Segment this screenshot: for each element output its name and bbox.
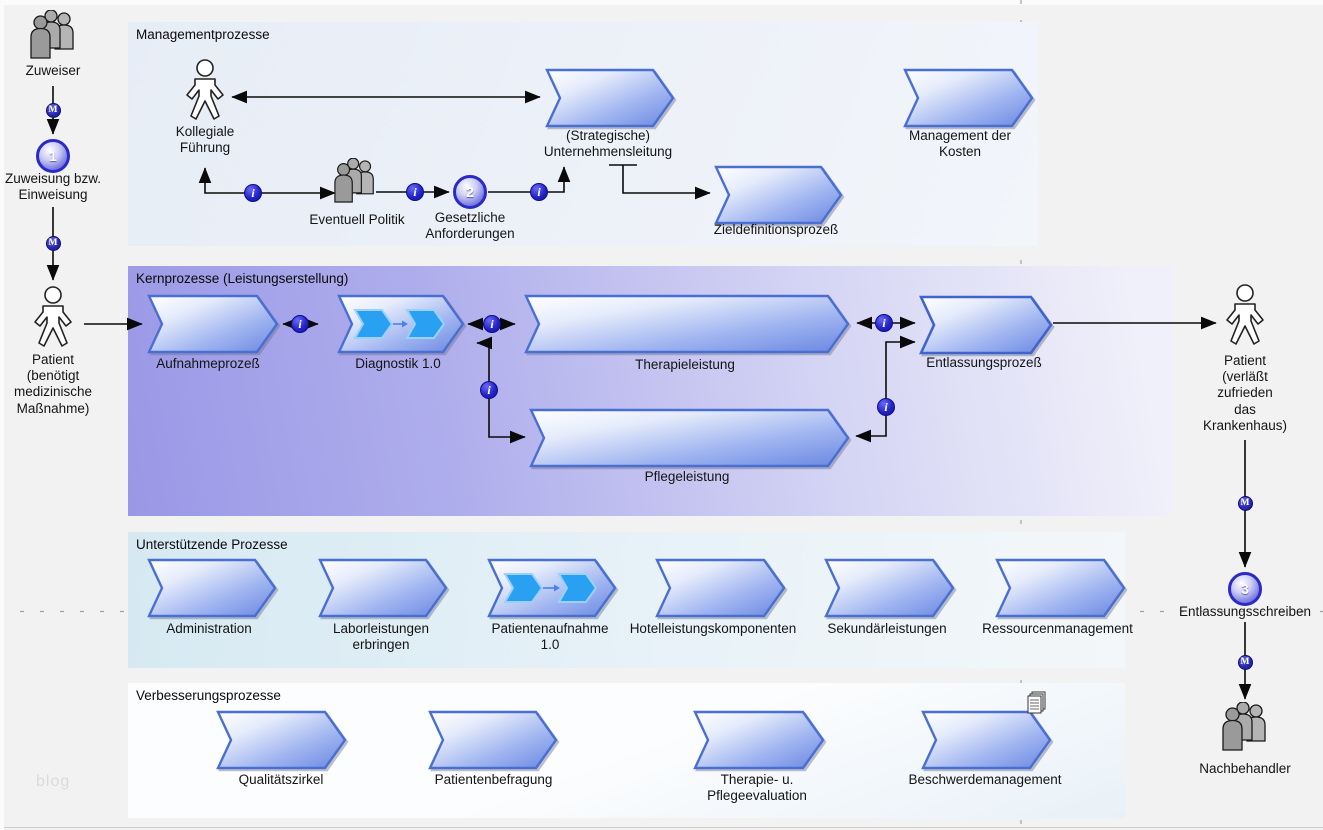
media-icon[interactable]: M [1237,496,1253,511]
band-unterstuetzende-prozesse: Unterstützende Prozesse [128,532,1125,668]
label-kollegiale-fuehrung: Kollegiale Führung [175,124,235,156]
media-glyph: M [48,237,58,248]
band-title-kern: Kernprozesse (Leistungserstellung) [136,271,349,286]
process-qualitaetszirkel[interactable] [216,710,347,770]
process-ressourcenmanagement[interactable] [995,558,1126,618]
info-glyph: i [487,383,491,397]
process-patientenaufnahme[interactable] [487,558,617,618]
process-pflegeleistung[interactable] [529,408,850,468]
band-managementprozesse: Managementprozesse [128,22,1038,246]
label-nachbehandler: Nachbehandler [1199,761,1291,776]
info-icon[interactable]: i [877,398,895,416]
media-icon[interactable]: M [45,236,61,251]
label-gesetzliche-anforderungen: Gesetzliche Anforderungen [425,210,515,242]
bottom-border-line [0,827,1323,828]
process-sekundaerleistungen[interactable] [824,558,955,618]
process-aufnahmeprozess[interactable] [147,294,279,354]
label-hotelleistungskomponenten: Hotelleistungskomponenten [629,621,797,636]
band-title-unterstuetzend: Unterstützende Prozesse [136,537,288,552]
process-laborleistungen[interactable] [318,558,448,618]
subprocess-chevrons [353,309,446,339]
info-icon[interactable]: i [244,184,262,202]
media-glyph: M [1240,497,1250,508]
info-icon[interactable]: i [291,315,309,333]
group-icon-zuweiser[interactable] [30,9,76,65]
info-icon[interactable]: i [530,183,548,201]
process-diagnostik[interactable] [337,294,465,354]
media-glyph: M [48,104,58,115]
person-icon-patient-in[interactable] [30,285,76,356]
watermark: blog [36,773,71,790]
event-circle-3[interactable]: 3 [1228,572,1262,606]
media-icon[interactable]: M [45,103,61,118]
info-glyph: i [298,317,302,331]
info-glyph: i [413,185,417,199]
info-glyph: i [251,186,255,200]
label-management-der-kosten: Management der Kosten [908,128,1012,160]
band-title-management: Managementprozesse [136,27,270,42]
media-glyph: M [1240,656,1250,667]
label-strategische-unternehmensleitung: (Strategische) Unternehmensleitung [543,128,673,160]
event-number: 3 [1241,581,1249,597]
label-zieldefinitionsprozess: Zieldefinitionsprozeß [713,222,839,237]
person-icon-patient-out[interactable] [1222,283,1268,354]
process-entlassungsprozess[interactable] [919,295,1053,355]
info-glyph: i [490,317,494,331]
label-diagnostik: Diagnostik 1.0 [355,356,441,371]
info-icon[interactable]: i [875,314,893,332]
group-icon-nachbehandler[interactable] [1222,701,1268,757]
label-sekundaerleistungen: Sekundärleistungen [827,621,947,636]
label-administration: Administration [166,621,252,636]
label-zuweisung: Zuweisung bzw. Einweisung [4,171,102,203]
info-glyph: i [537,185,541,199]
process-administration[interactable] [147,558,277,618]
event-number: 2 [466,184,474,200]
label-patient-in: Patient (benötigt medizinische Maßnahme) [13,352,93,416]
label-entlassungsprozess: Entlassungsprozeß [926,355,1042,370]
event-circle-1[interactable]: 1 [36,139,70,173]
label-aufnahmeprozess: Aufnahmeprozeß [156,356,260,371]
process-zieldefinitionsprozess[interactable] [714,165,843,225]
process-therapieleistung[interactable] [524,294,850,354]
label-qualitaetszirkel: Qualitätszirkel [238,772,324,787]
label-patientenbefragung: Patientenbefragung [434,772,553,787]
process-management-der-kosten[interactable] [903,68,1034,128]
label-therapieleistung: Therapieleistung [635,357,735,372]
label-eventuell-politik: Eventuell Politik [309,212,405,227]
label-therapie-pflegeevaluation: Therapie- u. Pflegeevaluation [707,772,807,804]
info-glyph: i [884,400,888,414]
label-beschwerdemanagement: Beschwerdemanagement [908,772,1062,787]
person-icon-kollegiale-fuehrung[interactable] [182,58,228,129]
process-strategische-unternehmensleitung[interactable] [545,68,675,128]
label-patient-out: Patient (verläßt zufrieden das Krankenha… [1202,353,1288,433]
process-patientenbefragung[interactable] [428,710,558,770]
info-icon[interactable]: i [480,381,498,399]
label-entlassungsschreiben: Entlassungsschreiben [1178,604,1312,619]
label-zuweiser: Zuweiser [25,63,81,78]
document-icon[interactable] [1026,691,1048,720]
label-pflegeleistung: Pflegeleistung [644,469,730,484]
process-hotelleistungskomponenten[interactable] [655,558,786,618]
process-therapie-pflegeevaluation[interactable] [693,710,825,770]
media-icon[interactable]: M [1237,655,1253,670]
info-icon[interactable]: i [406,183,424,201]
event-circle-2[interactable]: 2 [453,175,487,209]
info-icon[interactable]: i [483,315,501,333]
label-laborleistungen: Laborleistungen erbringen [332,621,430,653]
event-number: 1 [49,148,57,164]
info-glyph: i [882,316,886,330]
band-title-verbesserung: Verbesserungsprozesse [136,688,281,703]
label-patientenaufnahme: Patientenaufnahme 1.0 [491,621,609,653]
subprocess-chevrons [503,573,598,603]
label-ressourcenmanagement: Ressourcenmanagement [982,621,1133,636]
group-icon-eventuell-politik[interactable] [334,157,376,209]
